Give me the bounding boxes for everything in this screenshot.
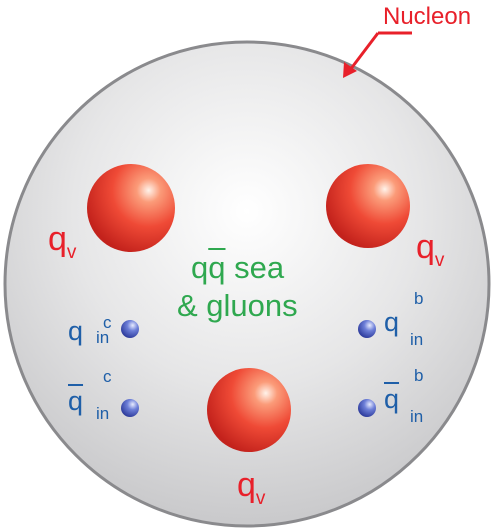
intrinsic-bottom-quark-sup: b	[414, 289, 424, 308]
intrinsic-charm-quark-sup: c	[103, 313, 112, 332]
intrinsic-charm-quark	[121, 320, 139, 338]
intrinsic-bottom-antiquark-sub: in	[410, 407, 424, 426]
nucleon-pointer-line	[348, 32, 380, 71]
valence-label-sub: v	[255, 488, 266, 509]
sea-word: sea	[225, 250, 285, 285]
valence-label-q: q	[416, 228, 435, 266]
nucleon-label: Nucleon	[383, 3, 472, 30]
sea-antiquark: q	[208, 250, 226, 285]
intrinsic-bottom-quark	[358, 320, 376, 338]
intrinsic-charm-quark-q: q	[68, 316, 84, 346]
valence-quark-top-left	[87, 164, 175, 252]
valence-label-left: qv	[48, 220, 76, 262]
nucleon-pointer-arrowhead	[343, 62, 357, 78]
valence-label-right: qv	[416, 228, 444, 270]
intrinsic-bottom-antiquark	[358, 399, 376, 417]
intrinsic-charm-quark-sub: in	[96, 328, 110, 347]
intrinsic-bottom-quark-q: q	[384, 307, 400, 337]
sea-label-line1: qq sea	[191, 252, 284, 283]
valence-quark-top-right	[326, 164, 410, 248]
intrinsic-charm-antiquark-q: q	[68, 386, 84, 416]
intrinsic-charm-antiquark-sub: in	[96, 404, 110, 423]
valence-label-q: q	[48, 220, 67, 258]
valence-label-bottom: qv	[237, 466, 265, 508]
sea-label-line2: & gluons	[177, 288, 298, 323]
valence-label-sub: v	[434, 250, 445, 271]
intrinsic-bottom-antiquark-q: q	[384, 384, 400, 414]
valence-label-sub: v	[66, 242, 77, 263]
valence-label-q: q	[237, 466, 256, 504]
intrinsic-charm-antiquark-sup: c	[103, 367, 112, 386]
valence-quark-bottom	[207, 368, 291, 452]
intrinsic-bottom-antiquark-sup: b	[414, 366, 424, 385]
intrinsic-charm-antiquark	[121, 399, 139, 417]
sea-quark: q	[191, 250, 209, 285]
intrinsic-bottom-quark-sub: in	[410, 330, 424, 349]
